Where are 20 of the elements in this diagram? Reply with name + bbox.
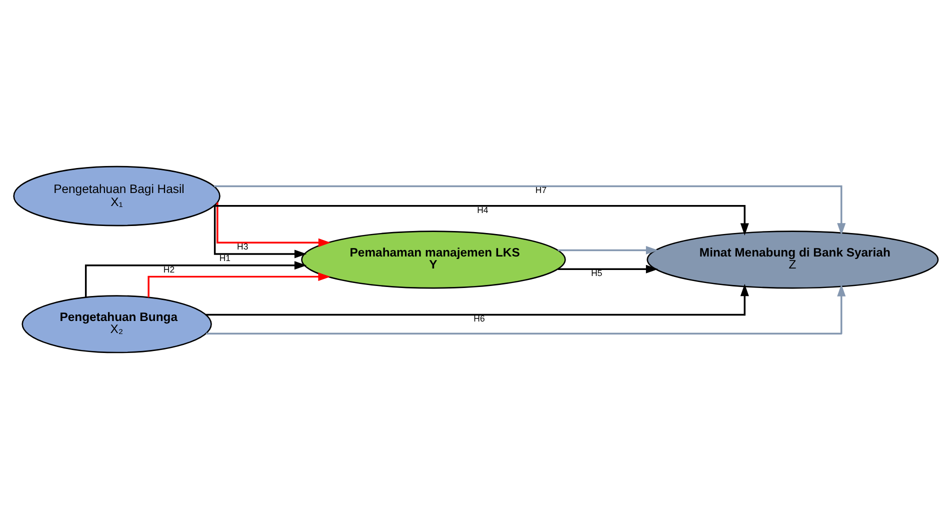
edge-label: H4 [477, 204, 488, 214]
edge-label: H6 [474, 313, 485, 324]
edge-label: H3 [237, 241, 248, 252]
arrow [216, 202, 331, 246]
arrow [558, 264, 658, 273]
arrow [206, 283, 749, 316]
edge-label: H2 [163, 264, 175, 274]
edge-label: H5 [591, 268, 602, 278]
node-ellipse: Pemahaman manajemen LKS Y [301, 230, 566, 288]
arrow [214, 204, 307, 258]
arrow [148, 272, 330, 297]
arrow [84, 260, 307, 297]
edge-label: H1 [219, 252, 231, 262]
arrow [214, 204, 749, 235]
node-ellipse: Pengetahuan Bagi Hasil X₁ [13, 165, 220, 226]
arrow [206, 284, 846, 334]
arrow [558, 245, 658, 254]
node-ellipse: Pengetahuan Bunga X₂ [22, 294, 212, 353]
arrow [214, 184, 846, 235]
edge-label: H7 [535, 184, 547, 195]
